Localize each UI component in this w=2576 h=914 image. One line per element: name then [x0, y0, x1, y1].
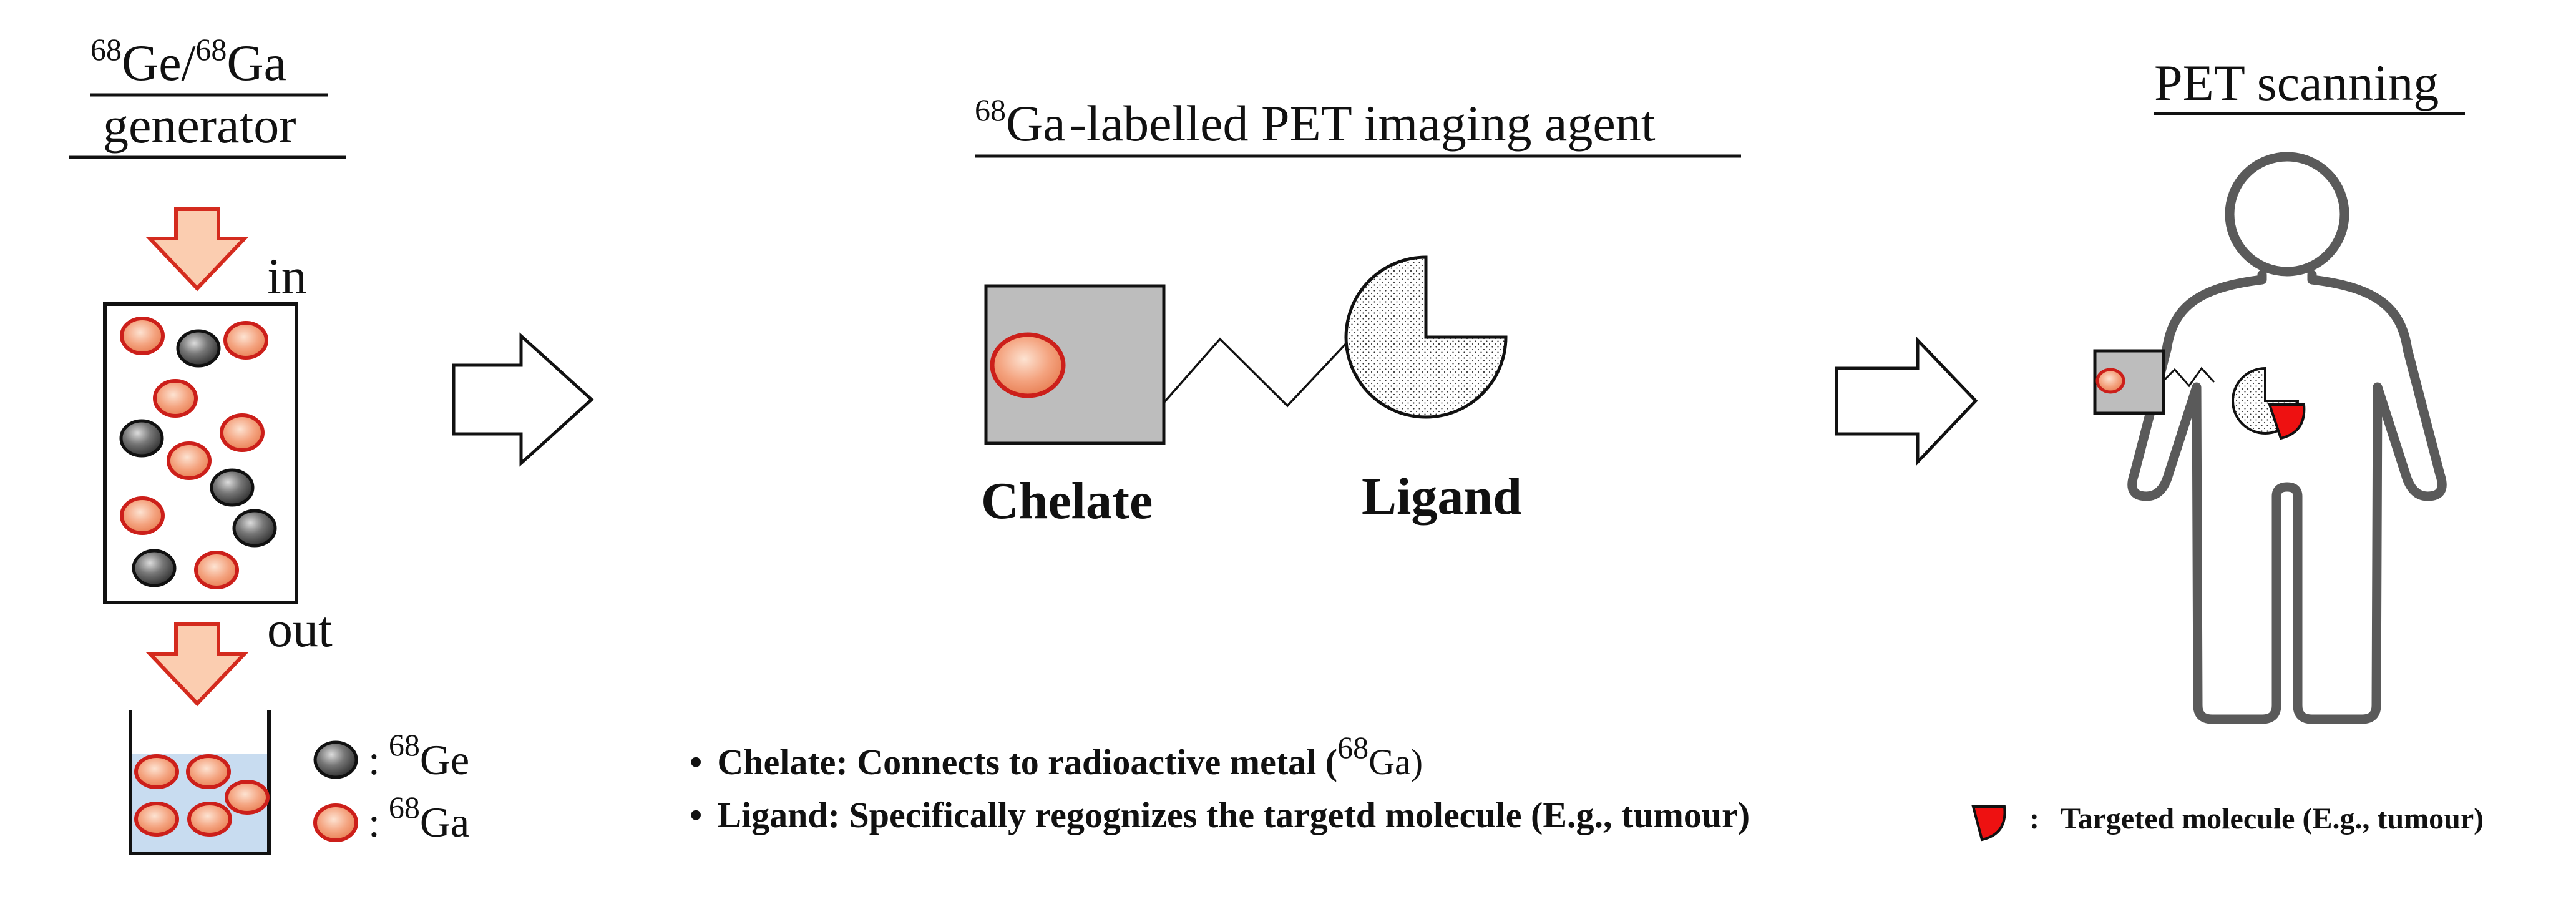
ge-particle [210, 468, 255, 507]
bullet-item-chelate: •Chelate: Connects to radioactive metal … [690, 730, 1423, 782]
legend-ge-particle [313, 740, 358, 779]
in-arrow-icon [145, 207, 249, 292]
linker-icon [1163, 337, 1350, 408]
pet-title: PET scanning [2154, 54, 2439, 111]
chelated-ga-particle [990, 332, 1066, 398]
ga-particle [223, 321, 268, 360]
agent-title: 68Ga-labelled PET imaging agent [975, 92, 1656, 152]
eluate-particles [134, 754, 270, 837]
flow-arrow-1-icon [452, 332, 594, 467]
legend-target-icon [1971, 805, 2006, 842]
ga-particle [134, 802, 179, 837]
pet-section: PET scanning :Targeted molecule (E.g., t… [1971, 54, 2484, 842]
legend-ga-label: :68Ga [368, 790, 469, 846]
ga-particle [120, 317, 165, 355]
column-particles [119, 317, 277, 589]
out-arrow-icon [145, 622, 249, 707]
ga-particle [134, 754, 179, 789]
ga-particle [220, 413, 265, 452]
ga-particle [153, 379, 198, 418]
ga-particle [186, 754, 231, 789]
ligand-label: Ligand [1362, 468, 1522, 526]
ga-particle [167, 441, 212, 480]
out-label: out [267, 601, 333, 657]
ge-particle [132, 549, 177, 587]
bullet-item-ligand: •Ligand: Specifically regognizes the tar… [690, 795, 1750, 835]
generator-title-line2: generator [103, 97, 296, 154]
target-legend-label: :Targeted molecule (E.g., tumour) [2029, 802, 2484, 835]
ge-particle [176, 329, 221, 368]
legend-ge-label: :68Ge [368, 727, 469, 784]
chelate-label: Chelate [981, 472, 1153, 530]
ga-particle [187, 802, 232, 837]
legend-ga-particle [313, 803, 358, 842]
agent-section: 68Ga-labelled PET imaging agent Chelate … [690, 92, 1750, 835]
generator-section: 68Ge/68Ga generator in out [69, 32, 469, 855]
beaker [129, 710, 271, 855]
bullet-list: •Chelate: Connects to radioactive metal … [690, 730, 1750, 835]
generator-title-line1: 68Ge/68Ga [90, 32, 286, 91]
ge-particle [232, 509, 277, 548]
flow-arrow-2-icon [1835, 336, 1978, 466]
ga-particle [194, 551, 239, 589]
in-label: in [267, 248, 307, 305]
human-body-icon [2127, 152, 2447, 724]
agent-linker-small [2162, 366, 2215, 388]
ligand-icon [1344, 255, 1508, 419]
ge-particle [119, 419, 164, 458]
agent-ga-small [2095, 368, 2125, 394]
ga-particle [120, 496, 165, 535]
ga-particle [225, 780, 270, 815]
target-molecule-icon [2268, 403, 2306, 440]
